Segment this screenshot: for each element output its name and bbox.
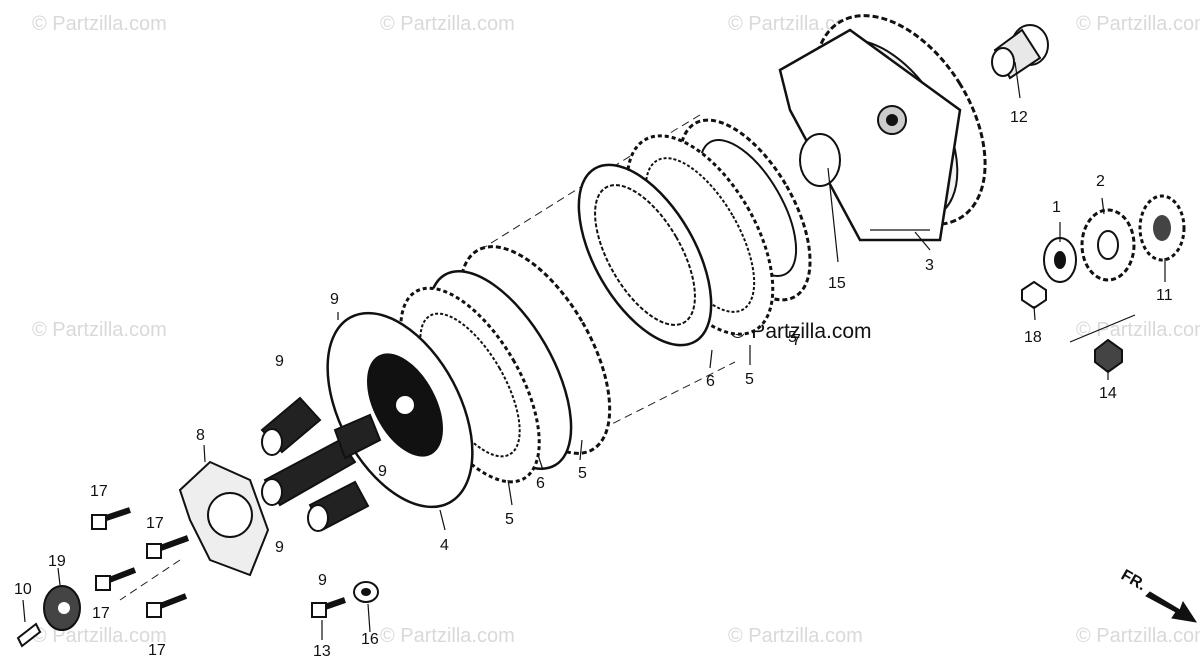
spring [261,438,357,507]
callout-17b: 17 [146,515,164,532]
bolt [146,593,188,618]
callout-9d: 9 [318,572,327,589]
watermark: © Partzilla.com [32,319,167,341]
watermark: © Partzilla.com [32,625,167,647]
bolt [91,507,131,530]
part-washer-1 [1043,237,1077,283]
callout-9c: 9 [275,539,284,556]
callout-14: 14 [1099,385,1117,402]
part-bolts [91,507,190,618]
callout-5b: 5 [578,465,587,482]
part-plates-lower [399,245,612,484]
part-gear-2 [1080,208,1136,282]
part-lifter-plate [178,460,270,577]
watermark: © Partzilla.com [1076,625,1200,647]
watermark: © Partzilla.com [380,625,515,647]
part-springs [260,396,382,532]
part-washer-16 [353,581,379,603]
callout-15: 15 [828,275,846,292]
spring [333,413,382,460]
spring [260,396,322,456]
part-gear-11 [1138,194,1186,262]
callout-16: 16 [361,631,379,648]
part-bearing [43,585,81,631]
spring [307,480,370,532]
watermark: © Partzilla.com [32,13,167,35]
part-nut-14 [1094,338,1123,374]
part-bolt-13 [311,597,346,618]
callout-5a: 5 [505,511,514,528]
callout-7: 7 [792,332,801,349]
callout-17d: 17 [148,642,166,659]
callout-9b: 9 [275,353,284,370]
watermark: © Partzilla.com [728,625,863,647]
part-pressure-plate [326,311,474,509]
front-direction-marker: FR. [1118,567,1198,623]
bolt [146,535,190,559]
callout-2: 2 [1096,173,1105,190]
watermark: © Partzilla.com [728,13,863,35]
callout-12: 12 [1010,109,1028,126]
callout-3: 3 [925,257,934,274]
callout-9e: 9 [378,463,387,480]
callout-11: 11 [1156,287,1173,304]
callout-6a: 6 [536,475,545,492]
watermark: © Partzilla.com [1076,13,1200,35]
callout-9a: 9 [330,291,339,308]
part-plate-mid [577,163,713,347]
watermark: © Partzilla.com [380,13,515,35]
arrow-icon [1145,591,1198,623]
part-lifter-rod [16,622,42,648]
part-nut-18 [1021,280,1047,310]
callout-18: 18 [1024,329,1042,346]
fr-label: FR. [1118,567,1149,595]
callout-6b: 6 [706,373,715,390]
divider-line [1069,314,1136,343]
bolt [95,567,137,591]
callout-17a: 17 [90,483,108,500]
watermark: © Partzilla.com [1076,319,1200,341]
center-watermark: © Partzilla.com [730,320,872,343]
callout-4: 4 [440,537,449,554]
callout-10: 10 [14,581,32,598]
part-clutch-outer [778,14,987,242]
callout-17c: 17 [92,605,110,622]
part-bushing [991,24,1049,80]
callout-5d: 5 [788,329,797,346]
callout-5c: 5 [745,371,754,388]
leader-lines [22,61,1166,640]
callout-19: 19 [48,553,66,570]
callouts: 1 2 3 4 5 5 5 5 6 6 7 8 9 9 9 9 9 10 11 … [14,109,1173,660]
watermarks: © Partzilla.com © Partzilla.com © Partzi… [32,13,1200,647]
callout-1: 1 [1052,199,1061,216]
callout-13: 13 [313,643,331,660]
callout-8: 8 [196,427,205,444]
